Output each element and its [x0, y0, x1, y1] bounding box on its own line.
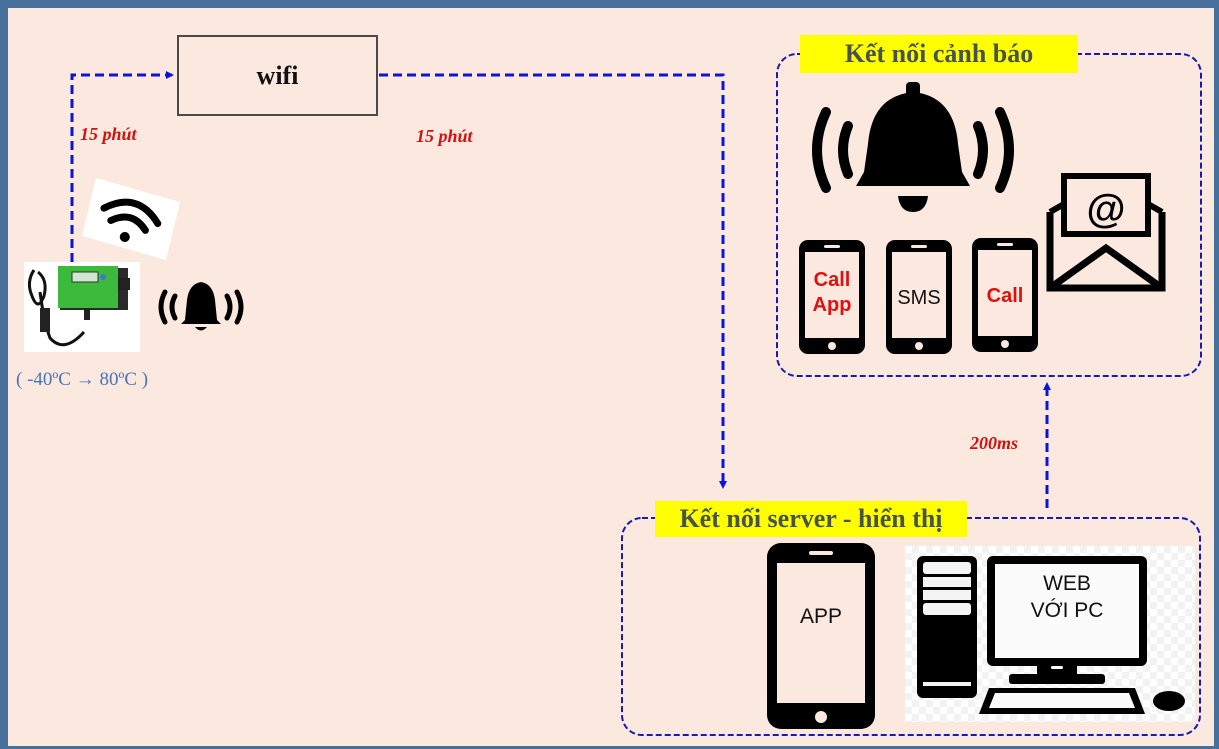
smartphone-icon — [886, 240, 952, 354]
wifi-node: wifi — [177, 35, 378, 116]
smartphone-icon — [767, 543, 875, 729]
alert-section-title: Kết nối cảnh báo — [800, 35, 1078, 73]
smartphone-icon — [799, 240, 865, 354]
phone-label-line1: Call — [986, 285, 1024, 307]
pc-illustration: WEB VỚI PC — [905, 546, 1195, 722]
arrow-wifi-to-server — [379, 73, 727, 489]
email-icon: @ — [1046, 173, 1166, 292]
temperature-range-label: ( -40ºC → 80ºC ) — [16, 369, 149, 390]
phone-label-line2: App — [812, 294, 852, 316]
phone-label-line1: Call — [813, 269, 851, 291]
alarm-bell-icon-small — [158, 282, 244, 331]
server-section-title: Kết nối server - hiển thị — [655, 501, 967, 537]
interval-label-wifi-server: 15 phút — [416, 126, 473, 146]
wifi-signal-icon — [82, 178, 180, 260]
desktop-pc-icon — [917, 556, 1185, 714]
phone-call: Call — [970, 236, 1040, 354]
server-section-box — [621, 517, 1201, 736]
arrow-sensor-to-wifi — [70, 71, 174, 262]
interval-label-sensor-wifi: 15 phút — [80, 124, 137, 144]
interval-label-server-alerts: 200ms — [970, 433, 1019, 453]
temperature-sensor-device — [24, 262, 140, 352]
pc-label-line2: VỚI PC — [1030, 599, 1104, 623]
phone-call-app: Call App — [797, 238, 867, 356]
svg-text:@: @ — [1086, 187, 1125, 231]
app-label: APP — [799, 605, 843, 628]
alarm-bell-icon-large — [812, 82, 1014, 212]
app-phone: APP — [765, 541, 877, 731]
pc-label-line1: WEB — [1043, 572, 1091, 595]
smartphone-icon — [972, 238, 1038, 352]
wifi-node-label: wifi — [256, 60, 299, 90]
phone-sms: SMS — [884, 238, 954, 356]
pc-label: WEB VỚI PC — [995, 570, 1139, 625]
phone-label-line1: SMS — [897, 287, 941, 309]
